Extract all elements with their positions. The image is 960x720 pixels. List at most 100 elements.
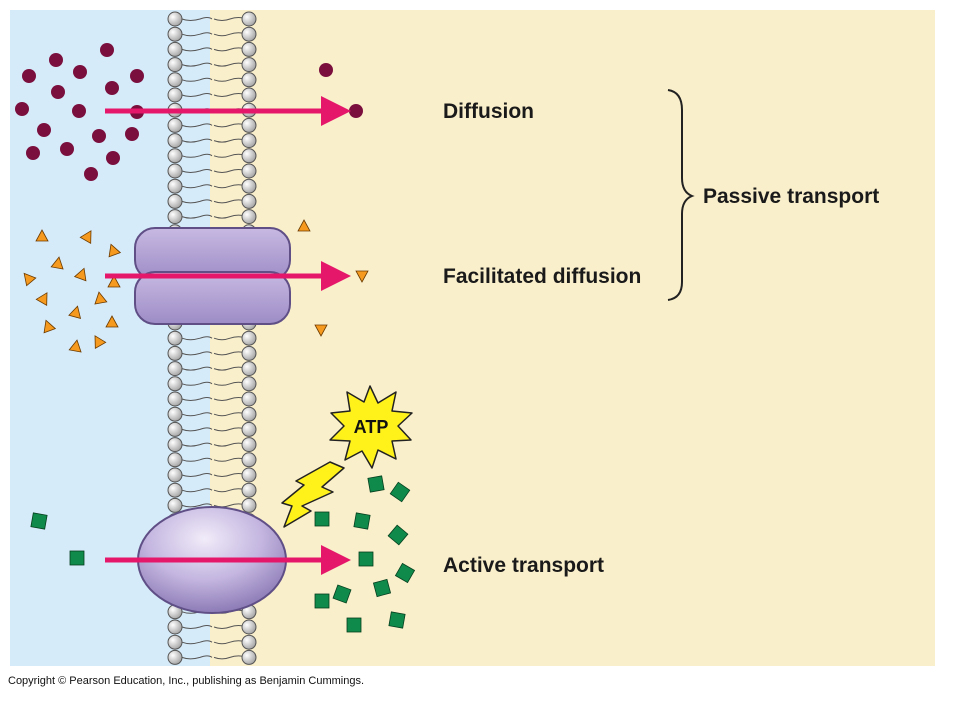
phospholipid-head xyxy=(241,163,257,179)
lipid-tail xyxy=(181,366,213,371)
solute-dot xyxy=(72,104,86,118)
solute-triangle xyxy=(105,315,119,328)
phospholipid-head xyxy=(167,497,183,513)
phospholipid-head xyxy=(167,209,183,225)
copyright-notice: Copyright © Pearson Education, Inc., pub… xyxy=(8,675,365,687)
solute-triangle xyxy=(94,291,108,305)
lipid-tail xyxy=(181,214,213,219)
phospholipid-head xyxy=(241,649,257,665)
solute-triangle xyxy=(68,305,82,319)
solute-dot xyxy=(37,123,51,137)
phospholipid-head xyxy=(167,345,183,361)
lipid-tail xyxy=(181,336,213,341)
phospholipid-head xyxy=(241,57,257,73)
solute-square xyxy=(358,551,374,567)
phospholipid-head xyxy=(241,178,257,194)
phospholipid-head xyxy=(167,57,183,73)
phospholipid-head xyxy=(241,87,257,103)
solute-triangle xyxy=(68,339,82,353)
phospholipid-head xyxy=(167,482,183,498)
phospholipid-head xyxy=(241,193,257,209)
solute-dot xyxy=(49,53,63,67)
solute-molecules-active xyxy=(30,475,416,633)
lipid-tail xyxy=(181,351,213,356)
phospholipid-head xyxy=(241,133,257,149)
facilitated-diffusion-label: Facilitated diffusion xyxy=(443,265,641,288)
solute-triangle xyxy=(355,270,369,283)
phospholipid-head xyxy=(241,11,257,27)
solute-dot xyxy=(349,104,363,118)
solute-dot xyxy=(51,85,65,99)
phospholipid-head xyxy=(167,148,183,164)
phospholipid-head xyxy=(167,437,183,453)
phospholipid-head xyxy=(167,376,183,392)
solute-square xyxy=(314,593,330,609)
solute-triangle xyxy=(297,219,311,232)
solute-dot xyxy=(100,43,114,57)
phospholipid-head xyxy=(241,634,257,650)
phospholipid-head xyxy=(241,117,257,133)
phospholipid-head xyxy=(167,634,183,650)
solute-dot xyxy=(105,81,119,95)
phospholipid-head xyxy=(167,421,183,437)
lipid-tail xyxy=(181,625,213,629)
solute-molecules-facilitated xyxy=(23,219,369,353)
solute-square xyxy=(387,524,409,546)
lipid-tail xyxy=(181,457,213,462)
lipid-tail xyxy=(181,123,213,128)
lipid-tail xyxy=(181,184,213,189)
phospholipid-head xyxy=(167,452,183,468)
lipid-tail xyxy=(181,655,213,660)
passive-transport-brace xyxy=(667,89,695,301)
phospholipid-head xyxy=(241,406,257,422)
lipid-tail xyxy=(181,138,213,143)
solute-square xyxy=(346,617,362,633)
lipid-tail xyxy=(181,62,213,67)
phospholipid-head xyxy=(167,193,183,209)
phospholipid-head xyxy=(241,41,257,57)
passive-transport-label: Passive transport xyxy=(703,185,879,208)
solute-square xyxy=(69,550,85,566)
phospholipid-head xyxy=(241,345,257,361)
lipid-tail xyxy=(181,442,213,447)
solute-square xyxy=(388,611,406,629)
phospholipid-head xyxy=(241,421,257,437)
phospholipid-head xyxy=(241,452,257,468)
solute-triangle xyxy=(314,324,328,337)
phospholipid-head xyxy=(167,163,183,179)
solute-dot xyxy=(319,63,333,77)
phospholipid-head xyxy=(241,482,257,498)
atp-label: ATP xyxy=(354,417,389,437)
atp-burst: ATP xyxy=(329,385,413,469)
phospholipid-head xyxy=(167,133,183,149)
phospholipid-head xyxy=(241,467,257,483)
phospholipid-head xyxy=(241,376,257,392)
phospholipid-head xyxy=(167,330,183,346)
lipid-tail xyxy=(181,427,213,432)
solute-triangle xyxy=(108,243,122,258)
phospholipid-head xyxy=(241,26,257,42)
lipid-tail xyxy=(181,488,213,493)
solute-square xyxy=(372,578,392,598)
diffusion-label: Diffusion xyxy=(443,100,534,123)
solute-dot xyxy=(73,65,87,79)
lipid-tail xyxy=(181,199,213,204)
solute-dot xyxy=(106,151,120,165)
phospholipid-head xyxy=(241,391,257,407)
phospholipid-head xyxy=(167,41,183,57)
solute-triangle xyxy=(73,267,87,282)
phospholipid-head xyxy=(167,11,183,27)
solute-dot xyxy=(15,102,29,116)
lipid-tail xyxy=(181,93,213,97)
solute-square xyxy=(394,562,416,584)
solute-square xyxy=(389,481,411,503)
phospholipid-head xyxy=(167,649,183,665)
solute-dot xyxy=(125,127,139,141)
solute-dot xyxy=(26,146,40,160)
solute-dot xyxy=(84,167,98,181)
solute-triangle xyxy=(94,335,107,350)
lipid-tail xyxy=(181,381,213,386)
solute-triangle xyxy=(43,319,57,334)
phospholipid-head xyxy=(167,361,183,377)
